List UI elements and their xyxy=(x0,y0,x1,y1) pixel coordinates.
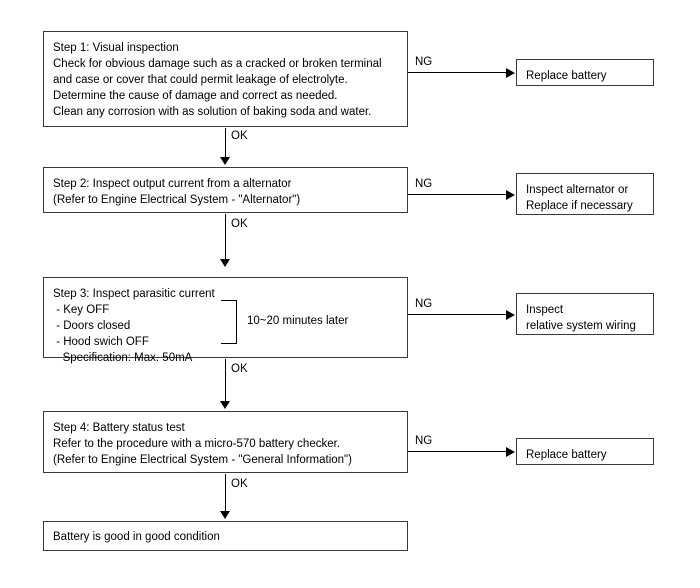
step-2-ok-connector-line xyxy=(225,214,226,261)
step-1-ok-label: OK xyxy=(231,130,248,142)
step-4-ng-result-box: Replace battery xyxy=(516,438,654,465)
step-3-line-1: Step 3: Inspect parasitic current xyxy=(53,288,215,300)
step-4-ok-label: OK xyxy=(231,478,248,490)
step-1-line-2: Check for obvious damage such as a crack… xyxy=(53,58,382,70)
step-2-box: Step 2: Inspect output current from a al… xyxy=(43,167,408,213)
step-1-ng-result-box: Replace battery xyxy=(516,59,654,86)
step-2-ng-arrowhead-icon xyxy=(506,190,515,200)
step-2-ok-arrowhead-icon xyxy=(220,259,230,267)
step-1-ng-arrowhead-icon xyxy=(506,68,515,78)
step-4-ng-arrowhead-icon xyxy=(506,447,515,457)
step-3-timing-annotation: 10~20 minutes later xyxy=(247,315,349,327)
step-3-ng-result-box: Inspect relative system wiring xyxy=(516,293,654,335)
step-3-line-4: - Hood swich OFF xyxy=(53,336,149,348)
step-3-ng-result-line-1: Inspect xyxy=(526,304,564,316)
step-3-ng-connector-line xyxy=(408,314,508,315)
step-1-line-1: Step 1: Visual inspection xyxy=(53,42,179,54)
step-4-line-1: Step 4: Battery status test xyxy=(53,422,185,434)
step-1-ok-arrowhead-icon xyxy=(220,157,230,165)
step-3-grouping-bracket xyxy=(221,300,237,344)
final-result-line-1: Battery is good in good condition xyxy=(53,531,220,543)
step-2-ng-result-line-1: Inspect alternator or xyxy=(526,184,629,196)
step-3-ok-connector-line xyxy=(225,359,226,403)
step-1-line-3: and case or cover that could permit leak… xyxy=(53,74,348,86)
step-1-ng-connector-line xyxy=(408,72,508,73)
step-3-line-2: - Key OFF xyxy=(53,304,110,316)
step-3-line-5: Specification: Max. 50mA xyxy=(53,352,193,364)
step-2-ng-label: NG xyxy=(415,178,433,190)
step-4-ok-connector-line xyxy=(225,474,226,513)
step-3-ng-result-line-2: relative system wiring xyxy=(526,320,636,332)
step-2-line-2: (Refer to Engine Electrical System - "Al… xyxy=(53,194,301,206)
step-3-ok-label: OK xyxy=(231,363,248,375)
step-1-ng-result-line-1: Replace battery xyxy=(526,70,607,82)
step-2-line-1: Step 2: Inspect output current from a al… xyxy=(53,178,292,190)
step-2-ng-result-line-2: Replace if necessary xyxy=(526,200,633,212)
step-2-ok-label: OK xyxy=(231,218,248,230)
step-3-ng-arrowhead-icon xyxy=(506,310,515,320)
step-3-ok-arrowhead-icon xyxy=(220,401,230,409)
step-1-ok-connector-line xyxy=(225,128,226,159)
step-4-ng-result-line-1: Replace battery xyxy=(526,449,607,461)
step-1-box: Step 1: Visual inspection Check for obvi… xyxy=(43,31,408,127)
step-1-line-5: Clean any corrosion with as solution of … xyxy=(53,106,372,118)
step-3-ng-label: NG xyxy=(415,298,433,310)
step-1-ng-label: NG xyxy=(415,56,433,68)
step-3-box: Step 3: Inspect parasitic current - Key … xyxy=(43,277,408,364)
final-result-box: Battery is good in good condition xyxy=(43,521,408,551)
step-4-ok-arrowhead-icon xyxy=(220,511,230,519)
step-4-line-3: (Refer to Engine Electrical System - "Ge… xyxy=(53,454,352,466)
step-1-line-4: Determine the cause of damage and correc… xyxy=(53,90,338,102)
step-4-ng-label: NG xyxy=(415,435,433,447)
step-3-line-3: - Doors closed xyxy=(53,320,131,332)
step-4-line-2: Refer to the procedure with a micro-570 … xyxy=(53,438,341,450)
step-4-ng-connector-line xyxy=(408,451,508,452)
step-2-ng-result-box: Inspect alternator or Replace if necessa… xyxy=(516,173,654,215)
step-2-ng-connector-line xyxy=(408,194,508,195)
step-4-box: Step 4: Battery status test Refer to the… xyxy=(43,411,408,473)
